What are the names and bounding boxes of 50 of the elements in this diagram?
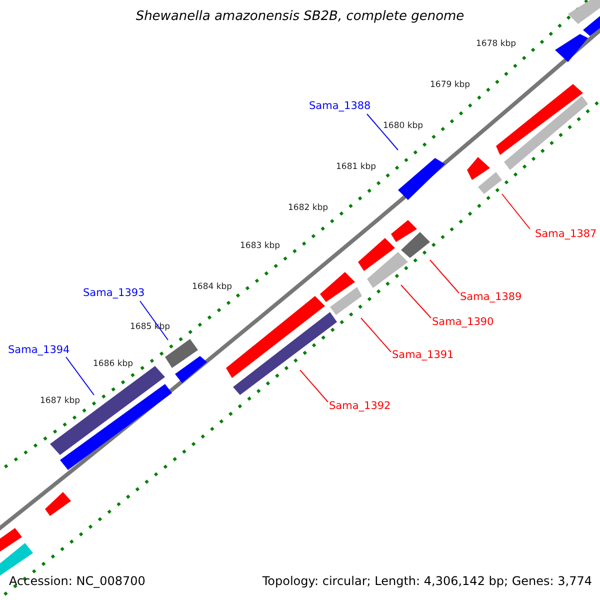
gene-label: Sama_1393 — [83, 288, 145, 300]
gene-bar — [60, 384, 172, 470]
footer-text: Accession: NC_008700 — [9, 575, 146, 588]
tick-label: 1678 kbp — [476, 40, 516, 50]
gene-bar — [555, 34, 588, 62]
gene-bar — [496, 84, 583, 155]
leader-line — [360, 318, 392, 352]
gene-label: Sama_1389 — [460, 292, 522, 304]
gene-bar — [504, 96, 588, 170]
tick-label: 1682 kbp — [288, 204, 328, 214]
gene-bar — [478, 172, 502, 194]
gene-bar — [0, 528, 22, 553]
gene-bar — [226, 296, 325, 378]
leader-line — [300, 370, 328, 402]
gene-label: Sama_1388 — [309, 101, 371, 113]
leader-line — [66, 356, 94, 396]
gene-bar — [320, 272, 355, 302]
gene-bar — [367, 252, 408, 288]
gene-bar — [401, 232, 430, 258]
gene-bar — [398, 158, 445, 200]
leader-line — [430, 260, 460, 294]
leader-line — [140, 300, 168, 340]
tick-label: 1679 kbp — [430, 81, 470, 90]
gene-bar — [330, 287, 362, 315]
gene-bar — [175, 356, 207, 383]
gene-bar — [0, 543, 33, 577]
tick-label: 1680 kbp — [383, 122, 424, 132]
footer-text: Topology: circular; Length: 4,306,142 bp; Genes: 3,774 — [262, 575, 592, 588]
gene-label: Sama_1390 — [432, 317, 494, 329]
leader-line — [400, 284, 432, 318]
gene-bar — [467, 157, 490, 180]
gene-bar — [583, 16, 600, 36]
gene-bar — [358, 238, 395, 271]
tick-label: 1683 kbp — [240, 242, 280, 252]
gene-label: Sama_1391 — [392, 350, 454, 362]
gene-bar — [391, 220, 417, 242]
tick-label: 1681 kbp — [336, 163, 376, 172]
gene-label: Sama_1387 — [535, 229, 597, 241]
title: Shewanella amazonensis SB2B, complete genome — [134, 10, 466, 24]
gene-label: Sama_1392 — [329, 401, 391, 413]
gene-bar — [233, 312, 337, 395]
gene-bar — [165, 339, 198, 368]
tick-label: 1684 kbp — [192, 283, 232, 292]
tick-label: 1686 kbp — [93, 360, 134, 370]
gene-bar — [45, 492, 71, 516]
gene-label: Sama_1394 — [8, 345, 70, 357]
gene-bar — [568, 0, 600, 24]
tick-label: 1687 kbp — [40, 397, 80, 406]
leader-line — [502, 194, 530, 230]
leader-line — [366, 114, 398, 150]
